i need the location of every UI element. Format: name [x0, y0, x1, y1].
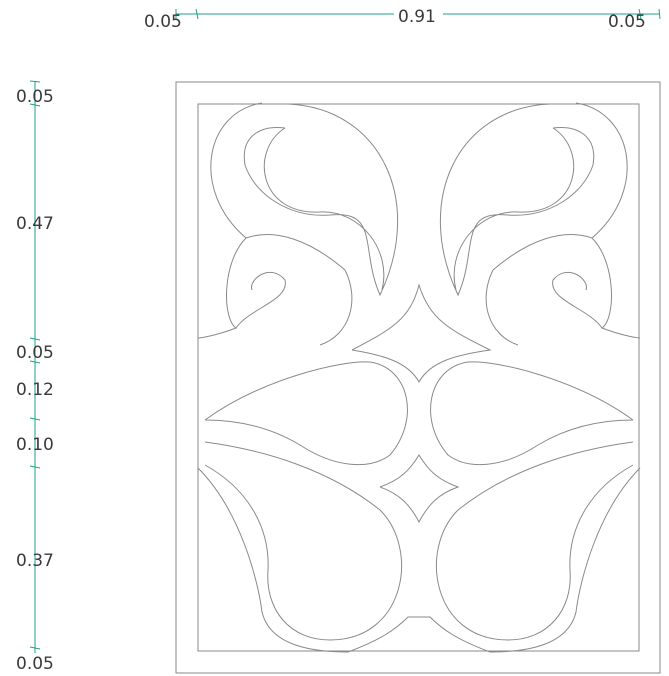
outer-frame	[175, 81, 661, 674]
tick-v-7	[29, 646, 41, 650]
vertical-dimension-column: 0.05 0.47 0.05 0.12 0.10 0.37 0.05	[16, 80, 54, 674]
tick-h-2	[195, 8, 199, 20]
lower-center-diamond	[379, 454, 460, 524]
bottom-left-scroll	[204, 441, 402, 641]
dim-h-center-label: 0.91	[398, 7, 436, 27]
tick-v-3	[29, 337, 41, 341]
dim-v-4-label: 0.12	[16, 380, 54, 400]
inner-frame	[197, 103, 640, 652]
tick-v-2	[29, 103, 41, 107]
bottom-center-arch	[347, 616, 491, 653]
bottom-right-inner	[489, 467, 641, 653]
upper-center-diamond	[351, 283, 492, 384]
horizontal-dimension-row: 0.05 0.91 0.05	[144, 7, 661, 32]
middle-left-leaf	[204, 361, 408, 466]
dim-h-right-label: 0.05	[608, 12, 646, 32]
dim-v-6-label: 0.37	[16, 551, 54, 571]
bottom-right-scroll	[436, 441, 634, 641]
tick-h-4	[658, 8, 661, 20]
tick-h-3	[638, 8, 642, 20]
dim-v-5-label: 0.10	[16, 435, 54, 455]
tick-v-1	[29, 80, 41, 83]
dim-v-1-label: 0.05	[16, 87, 54, 107]
tick-v-5	[29, 417, 41, 421]
bottom-left-inner	[197, 467, 349, 653]
dim-v-7-label: 0.05	[16, 654, 54, 674]
dim-h-left-label: 0.05	[144, 12, 182, 32]
decorative-panel	[175, 81, 661, 674]
top-right-scroll-inner	[485, 102, 641, 346]
dim-v-2-label: 0.47	[16, 214, 54, 234]
middle-right-leaf	[430, 361, 634, 466]
top-left-scroll	[243, 103, 399, 297]
tick-v-6	[29, 465, 41, 469]
top-right-scroll	[439, 103, 595, 297]
tick-v-4	[29, 360, 41, 364]
top-left-scroll-inner	[197, 102, 353, 346]
dim-v-3-label: 0.05	[16, 343, 54, 363]
